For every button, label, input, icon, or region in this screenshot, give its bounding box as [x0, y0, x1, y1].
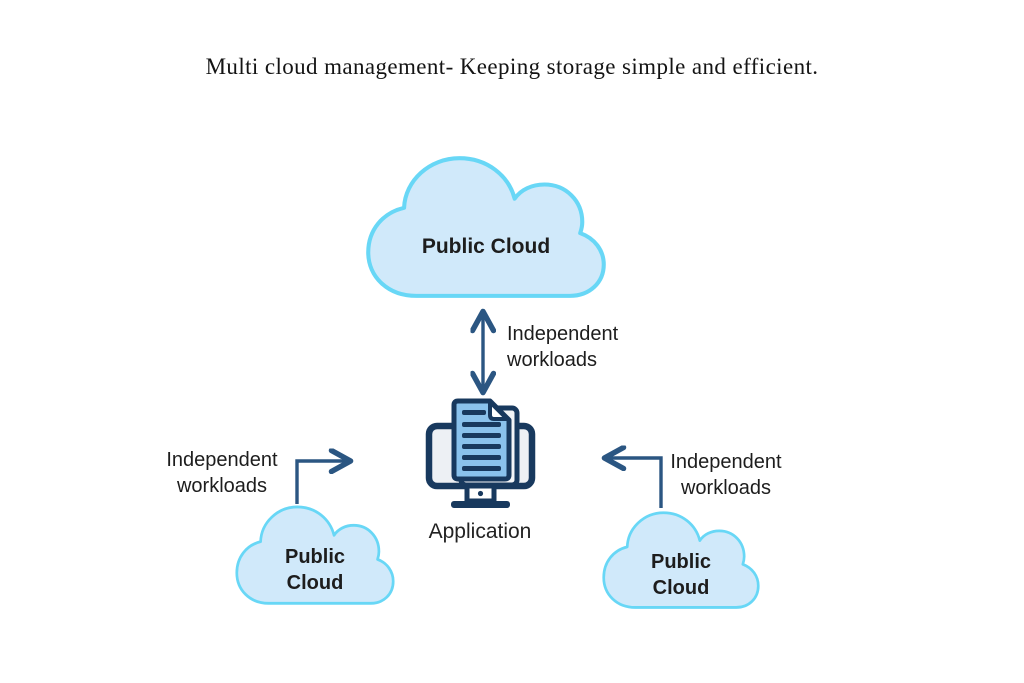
top-link-label-text: Independent workloads — [507, 323, 619, 372]
cloud-icon — [235, 505, 395, 605]
right-link-label: Independent workloads — [662, 449, 790, 502]
left-link-label-text: Independent workloads — [166, 449, 278, 498]
cloud-icon — [602, 511, 760, 609]
diagram-title: Multi cloud management- Keeping storage … — [205, 54, 819, 79]
right-public-cloud: Public Cloud — [597, 503, 765, 613]
left-link-label: Independent workloads — [156, 447, 288, 500]
right-elbow-arrow — [606, 458, 663, 508]
right-link-label-text: Independent workloads — [670, 451, 782, 500]
application-node — [424, 398, 537, 512]
top-public-cloud: Public Cloud — [358, 144, 614, 304]
top-cloud-label: Public Cloud — [421, 234, 551, 258]
top-link-label: Independent workloads — [507, 321, 652, 374]
left-cloud-label-text: Public Cloud — [284, 546, 345, 594]
left-cloud-label: Public Cloud — [230, 497, 400, 609]
right-cloud-label: Public Cloud — [597, 503, 765, 613]
cloud-icon — [366, 156, 606, 298]
right-cloud-label-text: Public Cloud — [650, 551, 711, 599]
monitor-document-icon — [425, 398, 536, 508]
left-public-cloud: Public Cloud — [230, 497, 400, 609]
application-label: Application — [428, 520, 532, 543]
